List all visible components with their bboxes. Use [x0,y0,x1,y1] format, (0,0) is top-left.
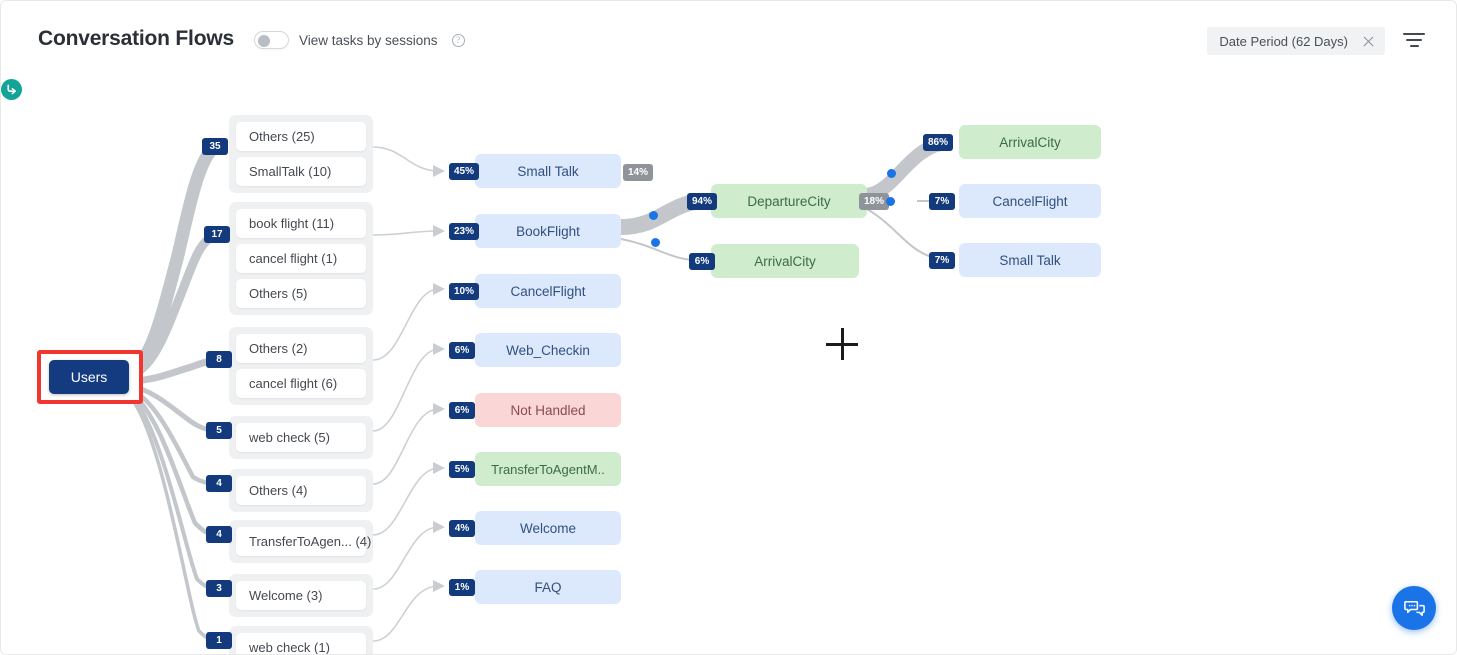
flow-count-badge[interactable]: 5 [206,422,232,439]
utterance-item[interactable]: web check (5) [236,423,366,452]
followup-pct-badge[interactable]: 7% [929,252,955,269]
flow-count-badge[interactable]: 35 [202,138,228,155]
intent-node-bookflight[interactable]: BookFlight [475,214,621,248]
utterance-item[interactable]: cancel flight (1) [236,244,366,273]
utterance-group: Others (4) [229,469,373,512]
flow-dot[interactable] [649,211,658,220]
followup-pct-badge[interactable]: 7% [929,193,955,210]
intent-node-welcome[interactable]: Welcome [475,511,621,545]
toggle-label: View tasks by sessions [299,32,438,48]
entity-node-arrivalcity[interactable]: ArrivalCity [711,244,859,278]
entity-pct-badge[interactable]: 94% [687,193,718,210]
intent-pct-badge[interactable]: 23% [449,223,480,240]
intent-pct-badge[interactable]: 6% [449,402,475,419]
intent-pct-badge[interactable]: 6% [449,342,475,359]
entity-node-departurecity[interactable]: DepartureCity [711,184,867,218]
intent-pct-badge[interactable]: 1% [449,579,475,596]
flow-count-badge[interactable]: 3 [206,580,232,597]
flow-count-badge[interactable]: 4 [206,526,232,543]
intent-node-small-talk[interactable]: Small Talk [475,154,621,188]
date-period-label: Date Period (62 Days) [1219,33,1348,49]
loop-pct-badge[interactable]: 18% [859,193,890,210]
utterance-item[interactable]: Welcome (3) [236,581,366,610]
flow-count-badge[interactable]: 17 [204,226,230,243]
followup-pct-badge[interactable]: 86% [923,134,954,151]
utterance-item[interactable]: book flight (11) [236,209,366,238]
utterance-group: Others (25) SmallTalk (10) [229,115,373,193]
utterance-group: Others (2) cancel flight (6) [229,327,373,405]
intent-pct-badge[interactable]: 45% [449,163,480,180]
utterance-group: web check (5) [229,416,373,459]
utterance-group: book flight (11) cancel flight (1) Other… [229,202,373,315]
utterance-item[interactable]: web check (1) [236,633,366,654]
intent-node-faq[interactable]: FAQ [475,570,621,604]
flow-dot[interactable] [886,197,895,206]
utterance-item[interactable]: TransferToAgen... (4) [236,527,371,556]
view-tasks-toggle-group: View tasks by sessions ? [254,31,465,49]
view-tasks-by-sessions-toggle[interactable] [254,31,289,49]
flow-count-badge[interactable]: 8 [206,351,232,368]
followup-node-small-talk[interactable]: Small Talk [959,243,1101,277]
filter-icon[interactable] [1403,30,1425,50]
flow-count-badge[interactable]: 1 [206,632,232,649]
utterance-group: Welcome (3) [229,574,373,617]
utterance-item[interactable]: SmallTalk (10) [236,157,366,186]
flow-edges [122,135,955,643]
flow-count-badge[interactable]: 4 [206,475,232,492]
date-period-chip[interactable]: Date Period (62 Days) [1207,27,1385,55]
flow-canvas[interactable]: Users Others (25) SmallTalk (10) 35 book… [1,79,1456,654]
flow-dot[interactable] [887,169,896,178]
intent-node-cancelflight[interactable]: CancelFlight [475,274,621,308]
entity-pct-badge[interactable]: 6% [689,253,715,270]
intent-out-pct-badge[interactable]: 14% [623,164,654,181]
intent-pct-badge[interactable]: 5% [449,461,475,478]
utterance-group: TransferToAgen... (4) [229,520,373,563]
utterance-item[interactable]: Others (4) [236,476,366,505]
intent-node-transfer-to-agent[interactable]: TransferToAgentM.. [475,452,621,486]
chat-bubble-icon[interactable] [1392,586,1436,630]
page-header: Conversation Flows View tasks by session… [1,1,1456,79]
intent-pct-badge[interactable]: 4% [449,520,475,537]
flow-dot[interactable] [651,238,660,247]
loop-back-icon[interactable] [1,79,22,100]
utterance-item[interactable]: Others (25) [236,122,366,151]
intent-node-web-checkin[interactable]: Web_Checkin [475,333,621,367]
intent-pct-badge[interactable]: 10% [449,283,480,300]
utterance-item[interactable]: Others (5) [236,279,366,308]
followup-node-cancelflight[interactable]: CancelFlight [959,184,1101,218]
root-node-users[interactable]: Users [49,360,129,394]
intent-node-not-handled[interactable]: Not Handled [475,393,621,427]
toggle-knob [258,35,270,47]
utterance-item[interactable]: cancel flight (6) [236,369,366,398]
info-icon[interactable]: ? [451,33,465,47]
utterance-item[interactable]: Others (2) [236,334,366,363]
close-icon[interactable] [1362,35,1375,48]
page-title: Conversation Flows [38,27,234,50]
followup-node-arrivalcity[interactable]: ArrivalCity [959,125,1101,159]
utterance-group: web check (1) [229,626,373,654]
